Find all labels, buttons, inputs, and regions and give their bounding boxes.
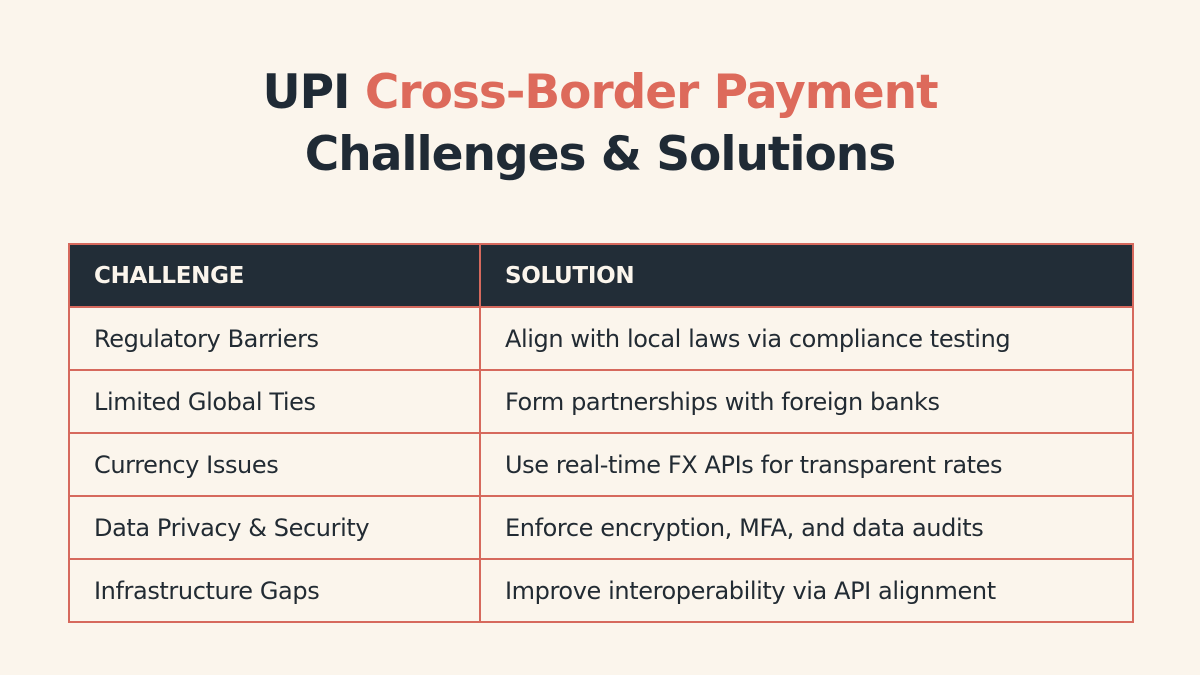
title-line-2: Challenges & Solutions [304, 127, 896, 182]
challenge-cell: Data Privacy & Security [68, 495, 481, 560]
challenges-solutions-table: CHALLENGE SOLUTION Regulatory Barriers A… [68, 243, 1134, 623]
page-title: UPI Cross-Border Payment Challenges & So… [0, 62, 1200, 186]
table-header-row: CHALLENGE SOLUTION [68, 243, 1134, 308]
table-row: Limited Global Ties Form partnerships wi… [68, 369, 1134, 434]
solution-cell: Improve interoperability via API alignme… [479, 558, 1134, 623]
title-prefix: UPI [262, 65, 365, 120]
table-row: Regulatory Barriers Align with local law… [68, 306, 1134, 371]
solution-cell: Enforce encryption, MFA, and data audits [479, 495, 1134, 560]
solution-cell: Align with local laws via compliance tes… [479, 306, 1134, 371]
solution-cell: Form partnerships with foreign banks [479, 369, 1134, 434]
challenge-cell: Currency Issues [68, 432, 481, 497]
column-header-solution: SOLUTION [479, 243, 1134, 308]
solution-cell: Use real-time FX APIs for transparent ra… [479, 432, 1134, 497]
title-accent: Cross-Border Payment [364, 65, 939, 120]
challenge-cell: Infrastructure Gaps [68, 558, 481, 623]
challenge-cell: Limited Global Ties [68, 369, 481, 434]
column-header-challenge: CHALLENGE [68, 243, 481, 308]
table-row: Currency Issues Use real-time FX APIs fo… [68, 432, 1134, 497]
challenge-cell: Regulatory Barriers [68, 306, 481, 371]
title-line-1: UPI Cross-Border Payment [0, 62, 1200, 124]
table-row: Data Privacy & Security Enforce encrypti… [68, 495, 1134, 560]
table-row: Infrastructure Gaps Improve interoperabi… [68, 558, 1134, 623]
